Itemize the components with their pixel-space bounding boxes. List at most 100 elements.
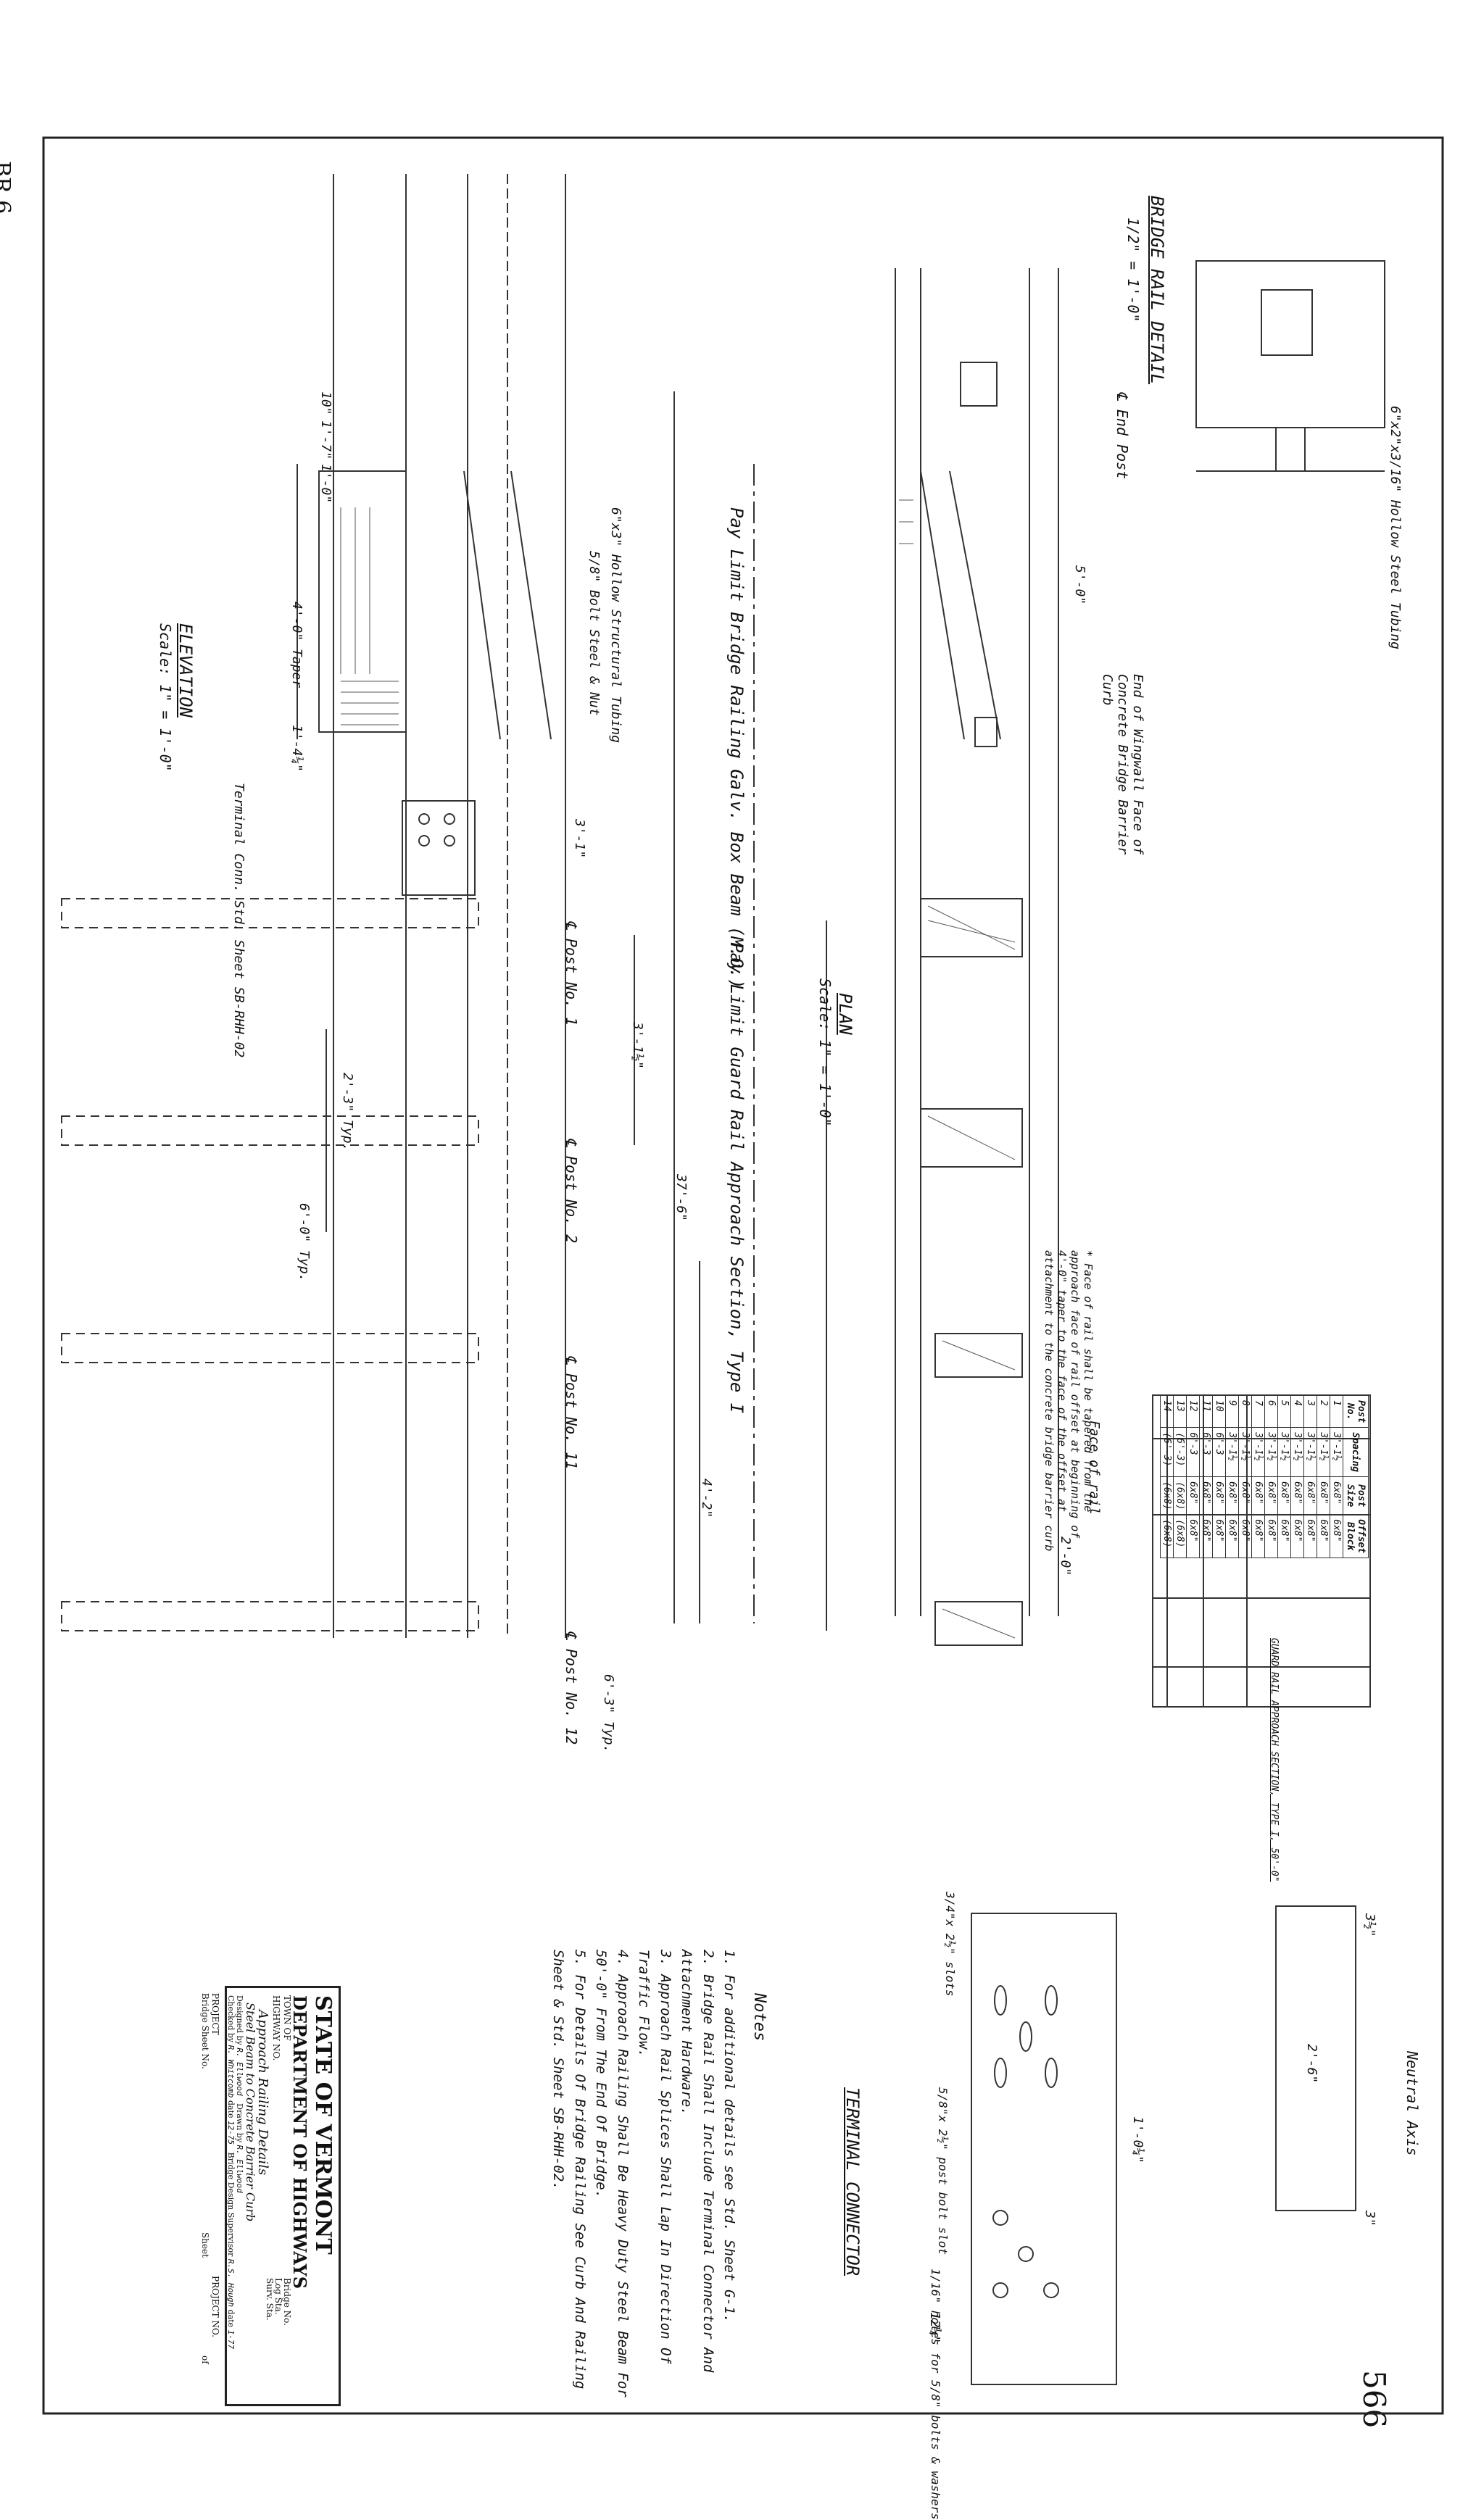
dim-d4: 4'-0" Taper — [289, 602, 304, 689]
post-table-cell: 3'-1½ — [1264, 1427, 1278, 1477]
post-table-cell: 5 — [1277, 1395, 1291, 1428]
post-table-cell: 6'-3 — [1199, 1427, 1213, 1477]
tb-supervisor-label: Bridge Design Supervisor — [226, 2152, 236, 2257]
plan-scale: Scale: 1" = 1'-0" — [816, 978, 834, 1127]
post-table-cell: 4 — [1290, 1395, 1304, 1428]
tb-checked-label: Checked by — [226, 1995, 236, 2043]
post-table-header-post: Post No. — [1343, 1395, 1369, 1428]
post-table-cell: 6x8" — [1317, 1514, 1330, 1558]
dim-d18: 3½" — [1362, 1913, 1377, 1937]
post-table-cell: 6x8" — [1330, 1514, 1343, 1558]
post-table-cell: 6x8" — [1317, 1476, 1330, 1515]
callout-slots: 3/4"x 2½" slots — [943, 1892, 957, 1997]
dim-d17: 1'-0¼" — [1130, 2116, 1145, 2164]
post-table-cell: (6x8) — [1173, 1476, 1187, 1515]
post-table-cell: 6x8" — [1264, 1476, 1278, 1515]
tb-drawn-label: Drawn by — [235, 2103, 244, 2143]
dim-d6: 3'-1" — [572, 819, 587, 859]
post-table-cell: 12 — [1186, 1395, 1200, 1428]
dim-d5: 1'-4¼" — [289, 725, 304, 773]
post-table-header-size: Post Size — [1343, 1476, 1369, 1515]
terminal-connector-title: TERMINAL CONNECTOR — [842, 2087, 863, 2276]
post-table-cell: 9 — [1225, 1395, 1239, 1428]
tb-bridge-sheet-label: Bridge Sheet No. — [200, 1993, 210, 2069]
title-block: STATE OF VERMONT DEPARTMENT OF HIGHWAYS … — [225, 1986, 341, 2406]
tb-checked-date: 12-75 — [226, 2121, 236, 2145]
post-table-cell: 14 — [1160, 1395, 1174, 1428]
post-table-cell: (6x8) — [1160, 1476, 1174, 1515]
post-table-cell: 6x8" — [1251, 1476, 1265, 1515]
pay-limit-approach: Pay Limit Guard Rail Approach Section, T… — [726, 942, 747, 1414]
post-table-cell: 6x8" — [1186, 1476, 1200, 1515]
dim-d2: 10" — [318, 391, 333, 415]
dim-d13: 2'-0" — [1058, 1536, 1073, 1576]
tb-designed: Designed by R. Ellwood Drawn by R. Ellwo… — [235, 1995, 244, 2193]
tb-town-label: TOWN OF — [282, 1995, 292, 2041]
dim-d14: 5'-0" — [1072, 565, 1087, 605]
drawing-sheet: BR 6 566 — [0, 136, 1444, 2520]
tb-checked: Checked by R. Whitcomb date 12-75 Bridge… — [226, 1995, 236, 2349]
post-table-cell: 3'-1½ — [1290, 1427, 1304, 1477]
callout-holes: 1/16" holes for 5/8" bolts & washers — [929, 2269, 942, 2520]
callout-hollow-steel: 6"x2"x3/16" Hollow Steel Tubing — [1388, 406, 1403, 649]
tb-designed-by: R. Ellwood — [235, 2047, 244, 2096]
notes-list: 1. For additional details see Std. Sheet… — [547, 1950, 739, 2399]
tb-supervisor-date: 1-77 — [226, 2329, 236, 2350]
note-item: 3. Approach Rail Splices Shall Lap In Di… — [636, 1950, 673, 2364]
plan-title: PLAN — [835, 993, 855, 1035]
tb-of-label: of — [200, 2355, 210, 2364]
dim-d10: 37'-6" — [673, 1174, 689, 1222]
post-table-cell: 6x8" — [1290, 1514, 1304, 1558]
tb-supervisor-date-label: date — [226, 2309, 236, 2328]
post-table-cell: 6x8" — [1225, 1476, 1239, 1515]
post-table-header-spacing: Spacing — [1343, 1427, 1369, 1477]
dim-d8: 2'-3" Typ. — [340, 1073, 355, 1152]
post-table-cell: 6x8" — [1212, 1476, 1226, 1515]
post-table-cell: 6x8" — [1303, 1514, 1317, 1558]
callout-post-bolt-slot: 5/8"x 2½" post bolt slot — [936, 2087, 950, 2255]
tb-sheet-label: Sheet — [200, 2232, 210, 2258]
note-item: 2. Bridge Rail Shall Include Terminal Co… — [679, 1950, 716, 2373]
post-table-cell: 3'-1½ — [1330, 1427, 1343, 1477]
tb-log-label: Log Sta. — [273, 2278, 283, 2315]
post-table-cell: 6x8" — [1238, 1514, 1252, 1558]
post-table-cell: 3'-1½ — [1277, 1427, 1291, 1477]
post-table-cell: 3'-1½ — [1317, 1427, 1330, 1477]
tb-state: STATE OF VERMONT — [310, 1995, 336, 2255]
callout-structural-tubing: 6"x3" Hollow Structural Tubing — [608, 507, 623, 744]
note-item: 4. Approach Railing Shall Be Heavy Duty … — [593, 1950, 631, 2398]
post-table-row: 14(6'-3)(6x8)(6x8) — [1160, 1395, 1174, 1558]
callout-post-12: ℄ Post No. 12 — [563, 1631, 580, 1745]
note-item: 5. For Details Of Bridge Railing See Cur… — [550, 1950, 588, 2390]
post-table-cell: 3 — [1303, 1395, 1317, 1428]
post-table-cell: 6x8" — [1277, 1476, 1291, 1515]
bridge-rail-detail-title: BRIDGE RAIL DETAIL — [1147, 196, 1167, 385]
post-table-cell: 7 — [1251, 1395, 1265, 1428]
post-table-cell: 6x8" — [1186, 1514, 1200, 1558]
post-table-cell: 6x8" — [1264, 1514, 1278, 1558]
dim-d11: 4'-2" — [699, 1479, 714, 1518]
pay-limit-bridge: Pay Limit Bridge Railing Galv. Box Beam … — [726, 507, 747, 989]
post-table-cell: 6x8" — [1199, 1514, 1213, 1558]
bridge-rail-detail-scale: 1/2" = 1'-0" — [1124, 217, 1142, 323]
post-table-cell: 6x8" — [1277, 1514, 1291, 1558]
tb-project-label: PROJECT — [210, 1993, 220, 2035]
post-table-cell: 1 — [1330, 1395, 1343, 1428]
tb-title-line1: Approach Railing Details — [255, 2010, 270, 2176]
callout-face-of-rail-note: * Face of rail shall be tapered from the… — [1042, 1250, 1095, 1552]
post-table-cell: 6x8" — [1330, 1476, 1343, 1515]
post-table-caption: GUARD RAIL APPROACH SECTION, TYPE I, 50'… — [1269, 1638, 1280, 1882]
post-table-cell: 3'-1½ — [1303, 1427, 1317, 1477]
callout-end-post: ℄ End Post — [1114, 391, 1131, 480]
post-table-cell: (6'-3) — [1160, 1427, 1174, 1477]
callout-terminal-conn: Terminal Conn. Std. Sheet SB-RHH-02 — [231, 783, 246, 1058]
